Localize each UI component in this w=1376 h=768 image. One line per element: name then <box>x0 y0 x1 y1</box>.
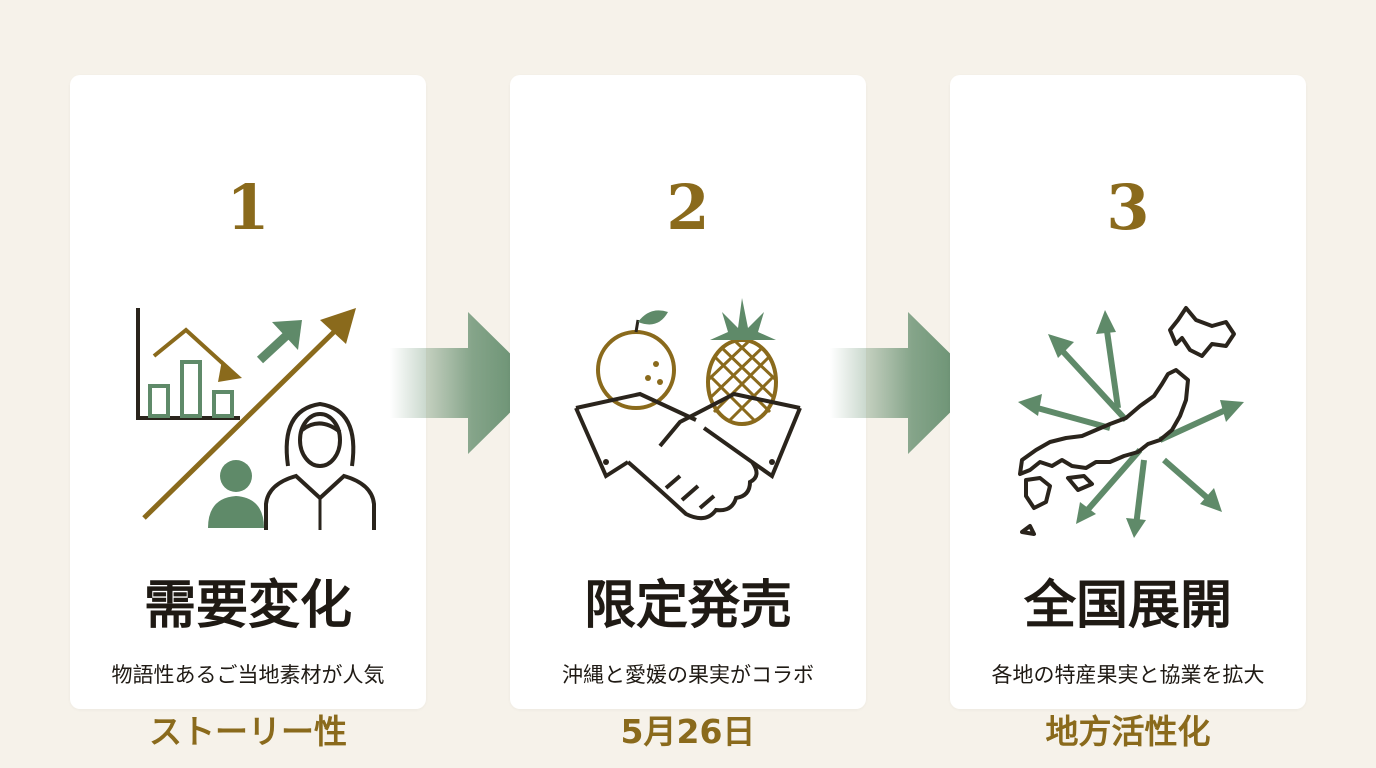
step-number: 1 <box>226 171 270 244</box>
step-number: 2 <box>666 171 710 244</box>
step-number: 3 <box>1106 171 1150 244</box>
step-keyword: ストーリー性 <box>149 712 347 751</box>
flow-arrow-icon <box>830 312 980 454</box>
trend-chart-people-icon <box>136 308 376 530</box>
step-card-1: 1 需要変化 物語性あるご当地素材が人気 ストーリー性 <box>70 75 426 748</box>
step-description: 物語性あるご当地素材が人気 <box>111 663 385 687</box>
flow-arrow-icon <box>390 312 540 454</box>
step-title: 限定発売 <box>583 575 792 636</box>
handshake-fruits-icon <box>574 298 802 521</box>
step-keyword: 5月26日 <box>620 712 756 751</box>
step-title: 全国展開 <box>1023 575 1232 636</box>
step-keyword: 地方活性化 <box>1045 712 1211 751</box>
step-title: 需要変化 <box>143 575 352 636</box>
japan-map-expansion-icon <box>1018 306 1244 538</box>
step-description: 沖縄と愛媛の果実がコラボ <box>562 663 814 687</box>
step-card-2: 2 限定発売 沖縄と愛媛の果実がコラボ 5月26日 <box>510 75 866 748</box>
step-card-3: 3 全国展開 各地の特産果実と協業を拡大 地方活性 <box>950 75 1306 748</box>
step-description: 各地の特産果実と協業を拡大 <box>991 663 1265 687</box>
